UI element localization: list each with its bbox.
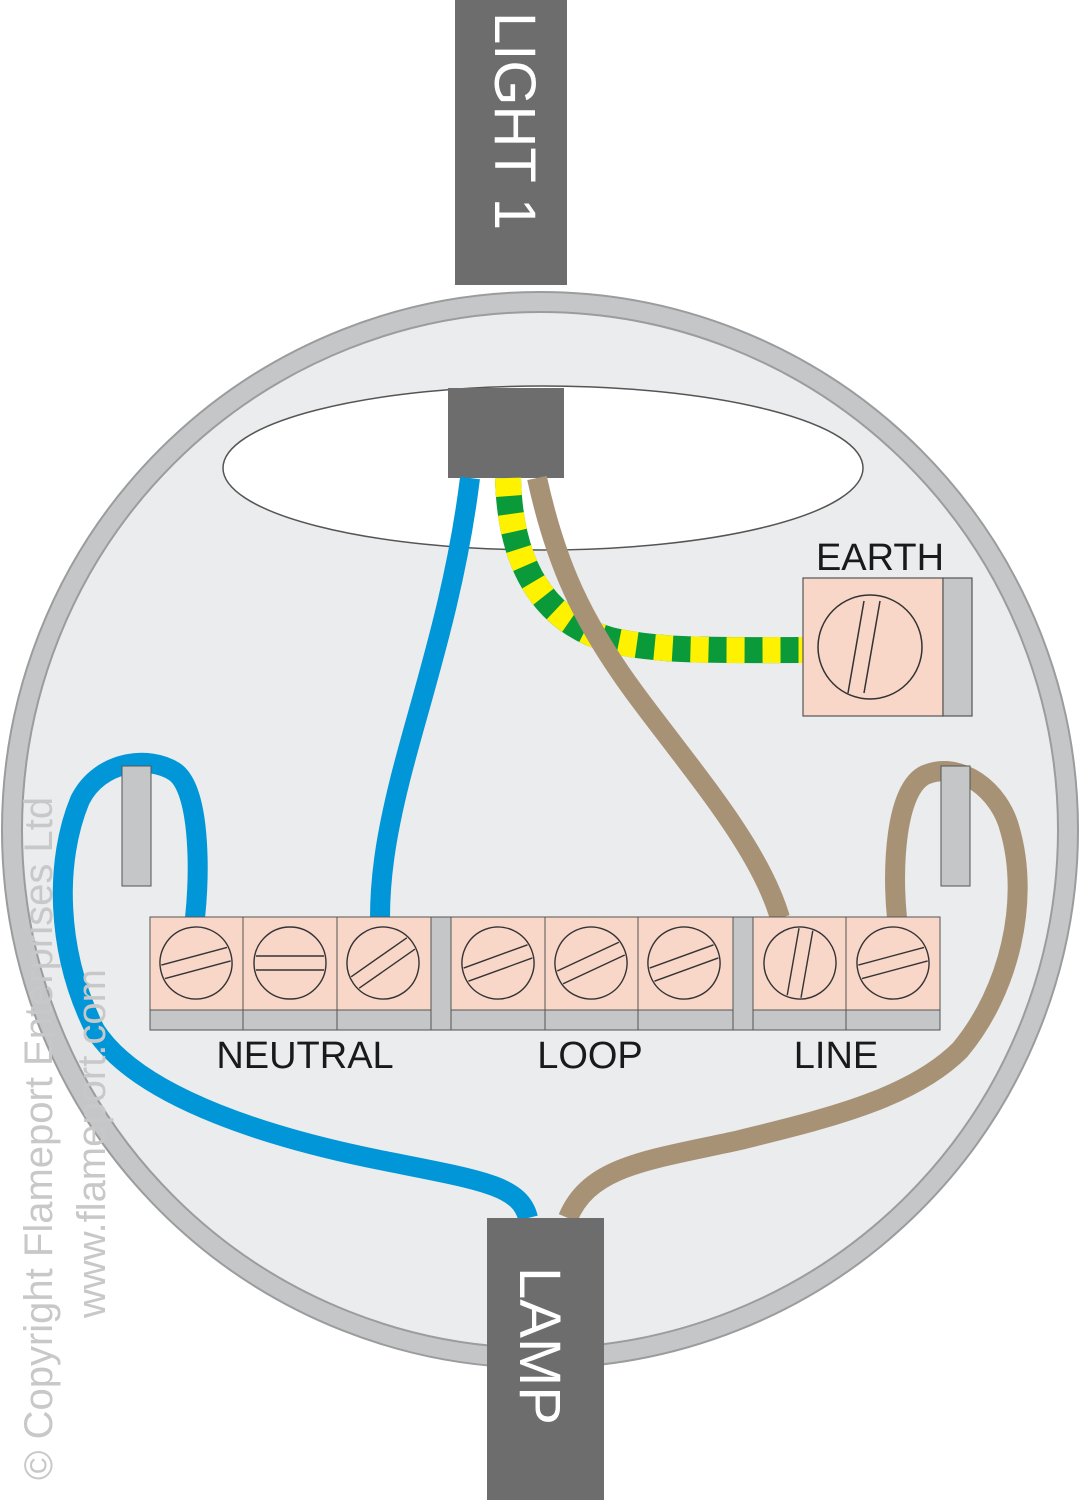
earth-terminal — [802, 577, 973, 717]
separator-neutral-loop — [430, 916, 452, 1031]
copyright-line-2: www.flameport.com — [70, 969, 114, 1319]
label-neutral: NEUTRAL — [216, 1035, 393, 1077]
terminal-block — [149, 916, 941, 1031]
cable-lamp: LAMP — [487, 1218, 604, 1500]
label-loop: LOOP — [537, 1035, 643, 1077]
terminal-screw — [554, 926, 628, 1000]
wire-neutral-light1 — [370, 476, 480, 919]
cable-label-lamp: LAMP — [507, 1267, 572, 1425]
terminal-screw — [647, 926, 721, 1000]
wire-neutral-loop — [52, 752, 538, 1222]
terminal-screw — [253, 926, 327, 1000]
post-right — [940, 765, 971, 887]
cable-posts — [121, 765, 971, 887]
ceiling-rose — [1, 291, 1079, 1369]
cable-light-1: LIGHT 1 — [448, 0, 567, 478]
terminal-screw — [346, 926, 420, 1000]
wire-earth-yellow — [495, 477, 804, 664]
terminal-screw — [461, 926, 535, 1000]
wire-line-light1 — [527, 475, 790, 921]
copyright-block: © Copyright Flameport Enterprises Ltd ww… — [17, 797, 114, 1480]
label-line: LINE — [794, 1035, 878, 1077]
label-group: NEUTRAL LOOP LINE — [216, 1035, 878, 1077]
post-left — [121, 765, 152, 887]
separator-loop-line — [732, 916, 754, 1031]
terminal-screw — [159, 926, 233, 1000]
wires — [52, 475, 1028, 1223]
copyright-line-1: © Copyright Flameport Enterprises Ltd — [17, 797, 61, 1480]
terminal-screw — [856, 926, 930, 1000]
label-earth: EARTH — [816, 537, 944, 579]
earth-screw — [817, 594, 923, 700]
wire-line-loop — [558, 761, 1028, 1223]
cable-label-light-1: LIGHT 1 — [482, 12, 547, 230]
terminal-screw — [763, 926, 837, 1000]
